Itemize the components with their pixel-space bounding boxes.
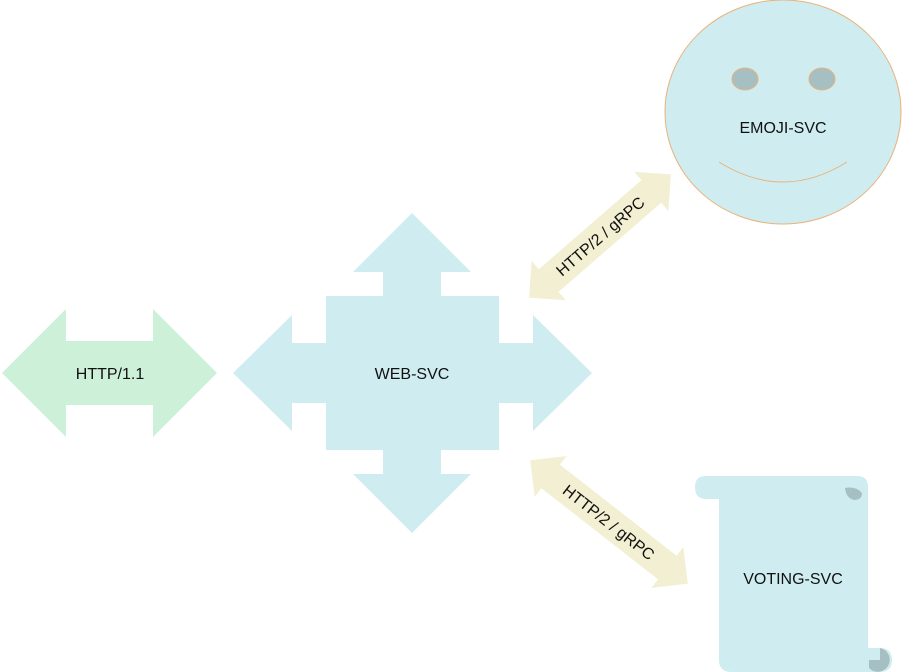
web-svc-quad-arrow-shape [233,213,592,533]
http11-label: HTTP/1.1 [76,366,145,383]
edge-web-emoji-label: HTTP/2 / gRPC [553,194,648,280]
voting-svc-label: VOTING-SVC [743,571,843,588]
emoji-face-circle [664,0,902,225]
voting-scroll-top-curl-icon [845,487,862,500]
emoji-svc-label: EMOJI-SVC [739,120,826,137]
voting-svc-node[interactable]: VOTING-SVC [695,476,892,672]
edge-web-voting-arrow-shape [530,455,688,589]
emoji-right-eye-icon [808,67,836,91]
web-svc-node[interactable]: WEB-SVC [233,213,592,533]
http11-arrow-shape [2,309,217,437]
edge-web-voting-label: HTTP/2 / gRPC [559,482,657,564]
emoji-left-eye-icon [731,67,759,91]
edge-web-voting[interactable]: HTTP/2 / gRPC [514,440,704,604]
voting-scroll-bottom-curl-icon [869,648,890,672]
edge-web-emoji-arrow-shape [529,171,671,301]
emoji-svc-node[interactable]: EMOJI-SVC [664,0,902,225]
voting-scroll-shape [695,476,892,672]
http11-node[interactable]: HTTP/1.1 [2,309,217,437]
emoji-smile-icon [718,161,848,183]
web-svc-label: WEB-SVC [375,366,450,383]
edge-web-emoji[interactable]: HTTP/2 / gRPC [512,155,688,318]
